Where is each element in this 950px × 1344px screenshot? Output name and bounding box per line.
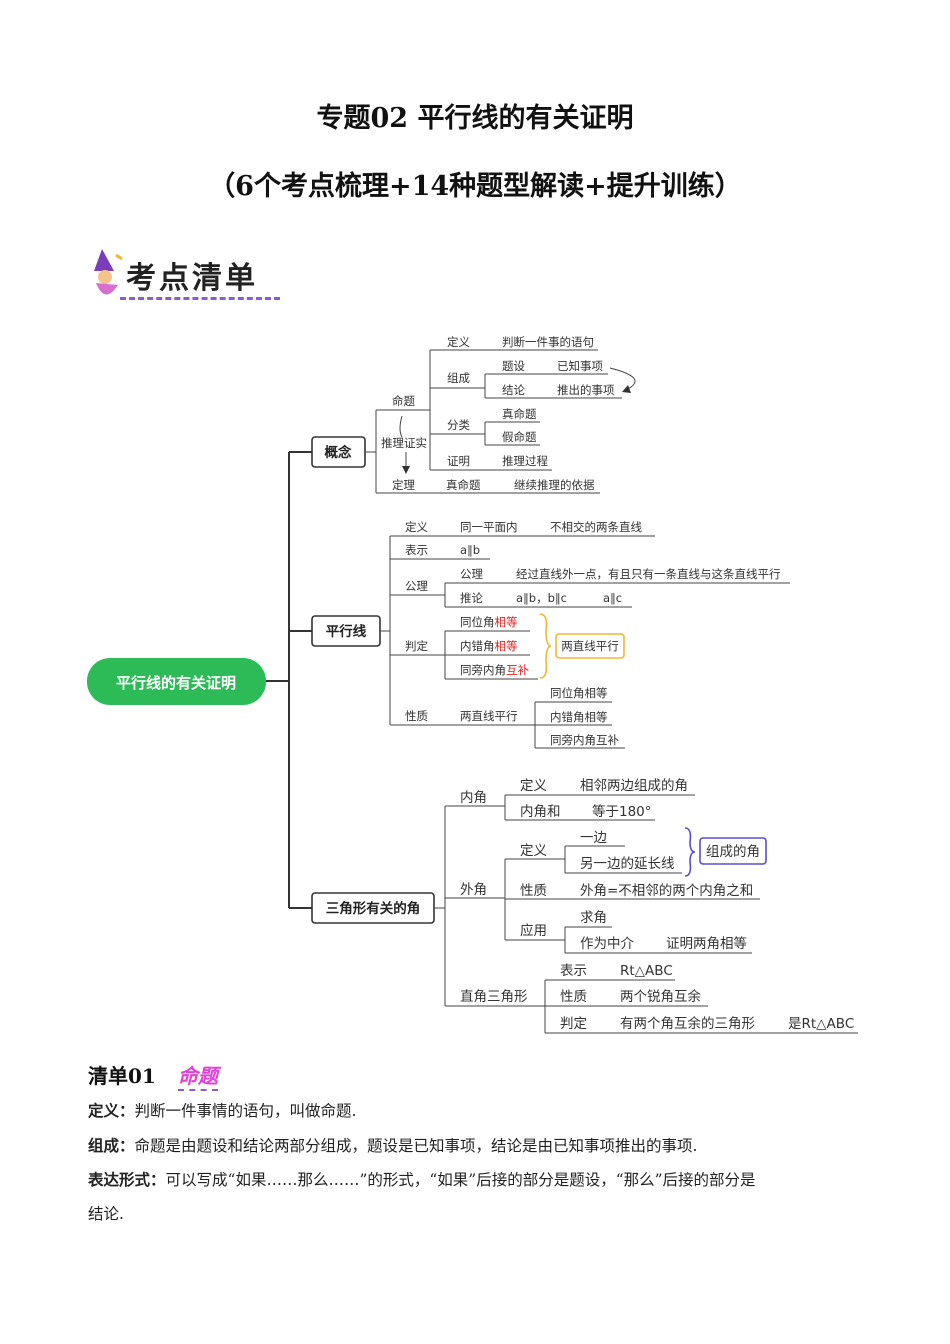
composition-paragraph: 组成：命题是由题设和结论两部分组成，题设是已知事项，结论是由已知事项推出的事项. xyxy=(88,1129,868,1163)
concept-hyp-value: 已知事项 xyxy=(557,359,603,373)
page-title: 专题02 平行线的有关证明 xyxy=(316,103,634,134)
concept-def-label: 定义 xyxy=(447,335,470,349)
concept-concl-label: 结论 xyxy=(502,383,525,397)
parallel-corollary-b: a∥c xyxy=(603,591,622,605)
tri-right-judge-result: 是Rt△ABC xyxy=(788,1016,854,1032)
definition-label: 定义： xyxy=(88,1102,135,1120)
tri-ext-result: 组成的角 xyxy=(706,844,760,860)
concept-proposition: 命题 xyxy=(392,394,415,408)
form-paragraph: 表达形式：可以写成“如果……那么……”的形式，“如果”后接的部分是题设，“那么”… xyxy=(88,1163,868,1231)
tri-right-judge-value: 有两个角互余的三角形 xyxy=(620,1015,755,1032)
concept-reasoning: 推理证实 xyxy=(381,436,427,450)
section-topic: 命题 xyxy=(177,1064,218,1091)
concept-def-value: 判断一件事的语句 xyxy=(502,335,594,349)
parallel-axiom-group: 公理 xyxy=(405,579,428,593)
parallel-judge-1: 同位角相等 xyxy=(460,615,518,629)
node-concept: 概念 xyxy=(325,444,352,461)
node-parallel: 平行线 xyxy=(326,623,367,640)
concept-false-prop: 假命题 xyxy=(502,430,537,444)
definition-paragraph: 定义：判断一件事情的语句，叫做命题. xyxy=(88,1094,868,1128)
form-text-continued: 结论. xyxy=(88,1205,124,1223)
tri-right-not-value: Rt△ABC xyxy=(620,963,673,979)
parallel-prop-label: 性质 xyxy=(405,709,428,723)
tri-int-def-value: 相邻两边组成的角 xyxy=(580,778,688,794)
tri-ext-prop-value: 外角=不相邻的两个内角之和 xyxy=(580,883,753,899)
section-prefix: 清单01 xyxy=(88,1064,156,1088)
concept-theorem-value: 继续推理的依据 xyxy=(514,478,595,492)
judge-1a: 同位角 xyxy=(460,615,495,629)
tri-right-not-label: 表示 xyxy=(560,963,587,979)
parallel-corollary-label: 推论 xyxy=(460,591,483,605)
root-node xyxy=(87,658,266,705)
section-heading: 清单01 命题 xyxy=(88,1060,218,1091)
judge-2b: 相等 xyxy=(495,639,518,653)
judge-2a: 内错角 xyxy=(460,639,495,653)
tri-right-label: 直角三角形 xyxy=(460,989,528,1005)
concept-concl-value: 推出的事项 xyxy=(557,383,615,397)
page-subtitle: （6个考点梳理+14种题型解读+提升训练） xyxy=(208,171,742,202)
tri-interior-label: 内角 xyxy=(460,790,487,806)
parallel-axiom-label: 公理 xyxy=(460,567,483,581)
parallel-judge-result: 两直线平行 xyxy=(561,639,619,653)
parallel-prop-1: 同位角相等 xyxy=(550,686,608,700)
concept-proof-label: 证明 xyxy=(447,454,470,468)
tri-ext-def-label: 定义 xyxy=(520,843,547,859)
tri-ext-app-2: 作为中介 xyxy=(580,936,634,952)
concept-theorem-label: 定理 xyxy=(392,478,415,492)
tri-exterior-label: 外角 xyxy=(460,882,487,898)
tri-right-prop-label: 性质 xyxy=(560,989,587,1005)
tri-right-prop-value: 两个锐角互余 xyxy=(620,988,701,1005)
composition-text: 命题是由题设和结论两部分组成，题设是已知事项，结论是由已知事项推出的事项. xyxy=(134,1137,698,1155)
parallel-def-a: 同一平面内 xyxy=(460,520,518,534)
banner-underline xyxy=(120,297,280,300)
tri-int-sum-label: 内角和 xyxy=(520,804,561,820)
parallel-judge-2: 内错角相等 xyxy=(460,639,518,653)
concept-theorem-true: 真命题 xyxy=(446,478,481,492)
judge-3a: 同旁内角 xyxy=(460,663,506,677)
parallel-judge-3: 同旁内角互补 xyxy=(460,663,529,677)
form-label: 表达形式： xyxy=(88,1171,166,1189)
parallel-notation-value: a∥b xyxy=(460,543,480,557)
concept-class-label: 分类 xyxy=(447,418,470,432)
tri-ext-app-1: 求角 xyxy=(580,910,607,926)
composition-label: 组成： xyxy=(88,1137,135,1155)
tri-int-sum-value: 等于180° xyxy=(592,803,652,820)
tri-ext-side2: 另一边的延长线 xyxy=(580,856,675,872)
wizard-icon xyxy=(94,249,123,295)
parallel-corollary-a: a∥b，b∥c xyxy=(516,591,567,605)
parallel-def-b: 不相交的两条直线 xyxy=(550,520,642,534)
judge-3b: 互补 xyxy=(506,663,529,677)
form-text: 可以写成“如果……那么……”的形式，“如果”后接的部分是题设，“那么”后接的部分… xyxy=(165,1171,756,1189)
parallel-def-label: 定义 xyxy=(405,520,428,534)
parallel-prop-3: 同旁内角互补 xyxy=(550,733,619,747)
parallel-notation-label: 表示 xyxy=(405,543,428,557)
tri-ext-app-2b: 证明两角相等 xyxy=(666,935,747,952)
banner-title: 考点清单 xyxy=(126,261,258,296)
definition-text: 判断一件事情的语句，叫做命题. xyxy=(134,1102,357,1120)
parallel-prop-value: 两直线平行 xyxy=(460,709,518,723)
node-triangle: 三角形有关的角 xyxy=(326,900,421,917)
concept-comp-label: 组成 xyxy=(447,371,470,385)
concept-true-prop: 真命题 xyxy=(502,407,537,421)
tri-int-def-label: 定义 xyxy=(520,778,547,794)
concept-proof-value: 推理过程 xyxy=(502,454,548,468)
tri-right-judge-label: 判定 xyxy=(560,1016,587,1032)
concept-hyp-label: 题设 xyxy=(502,359,525,373)
root-label: 平行线的有关证明 xyxy=(116,674,236,692)
mind-map: 平行线的有关证明 概念 平行线 三角形有关的角 命题 推理证实 定理 真命题 继… xyxy=(87,335,858,1034)
parallel-axiom-value: 经过直线外一点，有且只有一条直线与这条直线平行 xyxy=(516,567,781,581)
parallel-prop-2: 内错角相等 xyxy=(550,710,608,724)
tri-ext-side1: 一边 xyxy=(580,830,608,846)
tri-ext-app-label: 应用 xyxy=(520,922,547,939)
judge-1b: 相等 xyxy=(495,615,518,629)
tri-ext-prop-label: 性质 xyxy=(520,883,547,899)
parallel-judge-label: 判定 xyxy=(405,639,428,653)
checklist-banner: 考点清单 xyxy=(88,245,288,307)
